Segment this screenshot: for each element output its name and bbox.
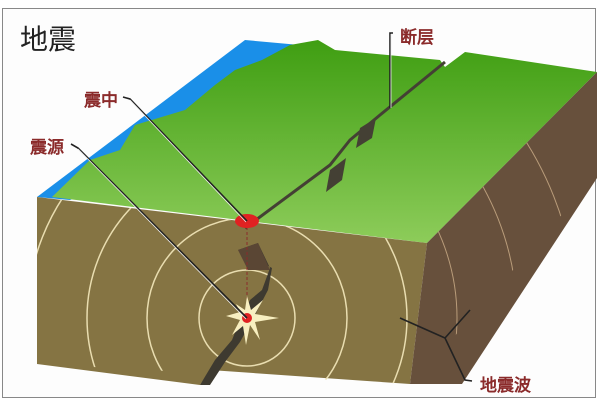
leader-lines (70, 32, 473, 382)
label-fault: 断层 (400, 28, 434, 48)
ground-surface (52, 40, 597, 243)
label-hypocenter: 震源 (30, 138, 64, 158)
hypocenter-burst (226, 296, 279, 345)
fault-line (244, 60, 446, 230)
fault-offset (238, 243, 270, 270)
label-epicenter: 震中 (84, 91, 118, 111)
label-seismic-waves: 地震波 (480, 376, 531, 396)
front-cross-section (37, 197, 427, 385)
fault-plane (200, 243, 272, 385)
fault-scarp (326, 158, 346, 192)
diagram-title: 地震 (20, 23, 77, 56)
fault-scarp (356, 118, 376, 148)
